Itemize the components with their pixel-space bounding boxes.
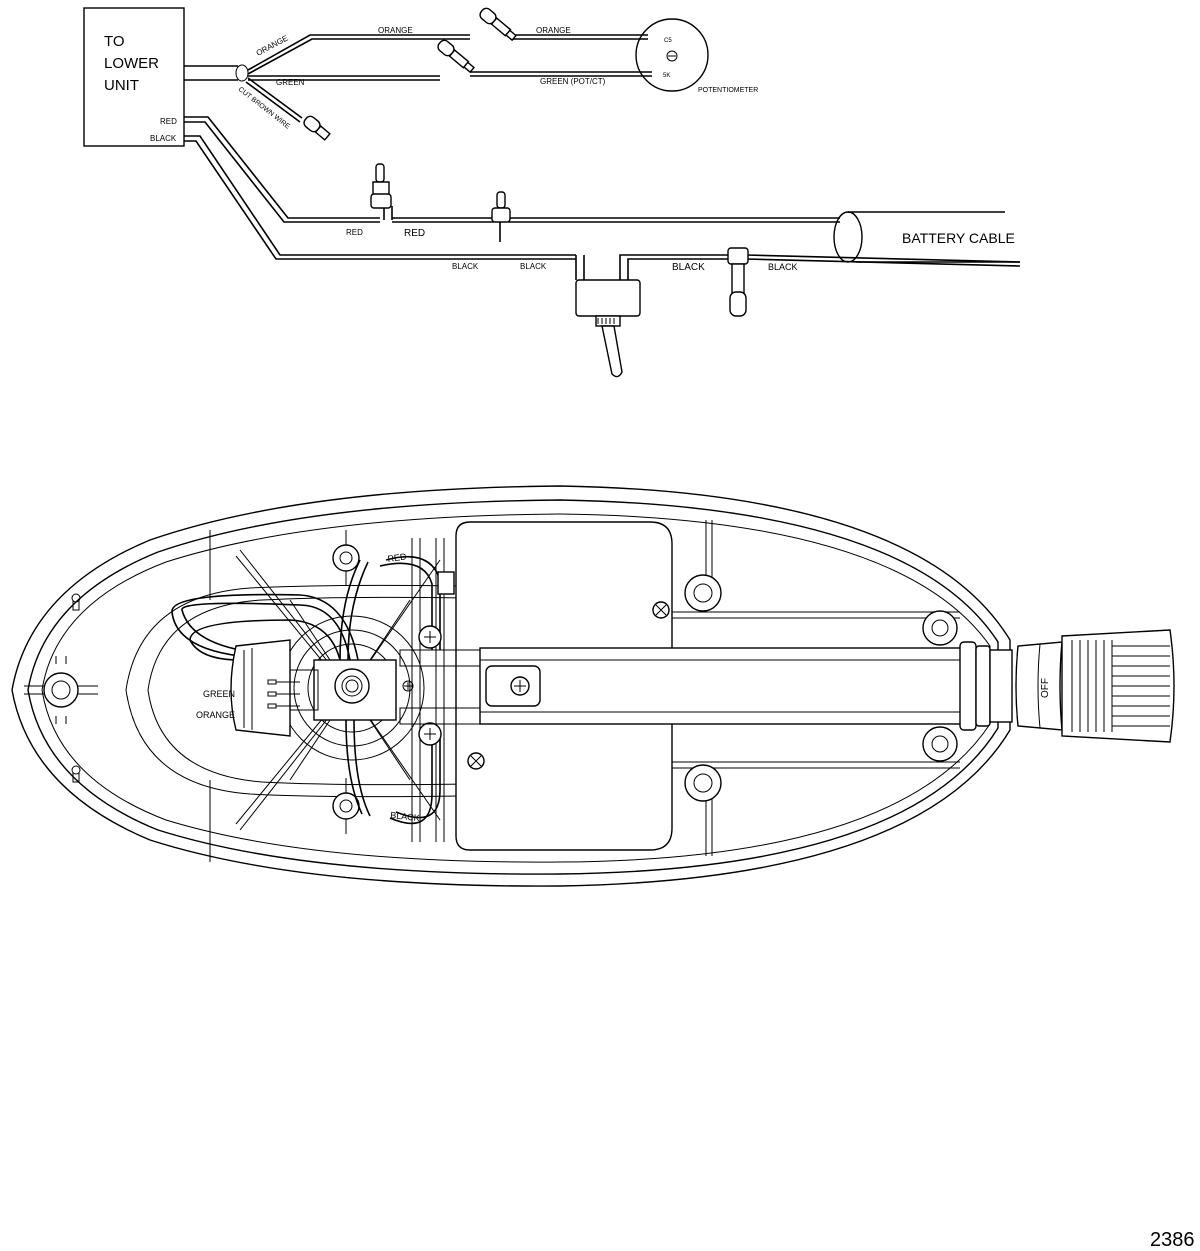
grommet-right-bottom — [684, 764, 722, 802]
grommet-top — [332, 530, 360, 586]
potentiometer-code-bottom: 5K — [663, 73, 670, 79]
housing-inner — [27, 499, 999, 875]
wiring-schematic: TO LOWER UNIT RED BLACK ORANGE ORANGE OR… — [83, 7, 1021, 378]
lower-unit-black-label: BLACK — [150, 134, 177, 143]
potentiometer-label: POTENTIOMETER — [698, 87, 758, 94]
brown-wire-cap — [303, 115, 331, 141]
tiller-grip: OFF — [1015, 629, 1175, 743]
wire-label-red-2: RED — [404, 228, 425, 239]
wire-label-orange-2: ORANGE — [378, 26, 413, 35]
head-label-green: GREEN — [203, 689, 235, 699]
wire-label-green: GREEN — [276, 78, 305, 87]
wire-label-orange-3: ORANGE — [536, 26, 571, 35]
battery-cable-label: BATTERY CABLE — [902, 230, 1015, 246]
wire-label-red-1: RED — [346, 228, 363, 237]
inner-pocket — [125, 584, 461, 798]
front-bolt — [24, 656, 98, 724]
orange-wire — [247, 34, 648, 75]
lower-unit-line3: UNIT — [104, 77, 139, 94]
housing-rim — [41, 513, 991, 863]
head-label-orange: ORANGE — [196, 710, 235, 720]
wire-label-black-1: BLACK — [452, 262, 479, 271]
grommet-bottom — [332, 778, 360, 834]
keyhole-top — [71, 593, 81, 611]
grommet-right-top — [684, 574, 722, 612]
green-connector — [437, 39, 475, 74]
wire-label-black-4: BLACK — [768, 262, 798, 272]
head-potentiometer — [230, 639, 319, 737]
clamp-bracket — [402, 538, 455, 842]
grommet-rear-bottom — [922, 726, 958, 762]
red-wire — [184, 116, 840, 223]
control-cable — [184, 64, 249, 82]
brown-wire — [245, 77, 303, 123]
head-wires — [171, 556, 441, 825]
grommet-rear-top — [922, 610, 958, 646]
tiller-arm — [399, 647, 967, 725]
lower-unit-box — [83, 7, 185, 147]
collar — [959, 641, 1013, 731]
figure-number: 2386 — [1150, 1229, 1195, 1251]
black-connector — [727, 247, 749, 317]
lower-unit-red-label: RED — [160, 117, 177, 126]
red-connector-1 — [370, 163, 392, 209]
housing-outer — [11, 485, 1011, 887]
keyhole-bottom — [71, 765, 81, 783]
wire-label-green-potct: GREEN (POT/CT) — [540, 77, 606, 86]
switch — [575, 279, 641, 378]
lower-unit-line1: TO — [104, 33, 125, 50]
wire-label-black-3: BLACK — [672, 262, 705, 273]
cover-screw-top — [652, 601, 670, 619]
orange-connector — [479, 7, 517, 42]
battery-cable: BATTERY CABLE — [833, 211, 1020, 263]
wire-label-black-2: BLACK — [520, 262, 547, 271]
wire-label-cut-brown: CUT BROWN WIRE — [237, 86, 291, 131]
cover-screw-bottom — [467, 752, 485, 770]
grip-off-label: OFF — [1040, 678, 1051, 698]
red-connector-2 — [491, 191, 511, 242]
head-label-black: BLACK — [390, 810, 420, 823]
motor-head: RED GREEN ORANGE BLACK — [11, 485, 1175, 887]
green-wire — [248, 71, 652, 81]
lower-unit-line2: LOWER — [104, 55, 159, 72]
potentiometer: C5 5K POTENTIOMETER — [635, 18, 758, 94]
head-label-red: RED — [387, 551, 408, 564]
potentiometer-code-top: C5 — [664, 38, 672, 44]
black-wire — [184, 135, 1021, 280]
